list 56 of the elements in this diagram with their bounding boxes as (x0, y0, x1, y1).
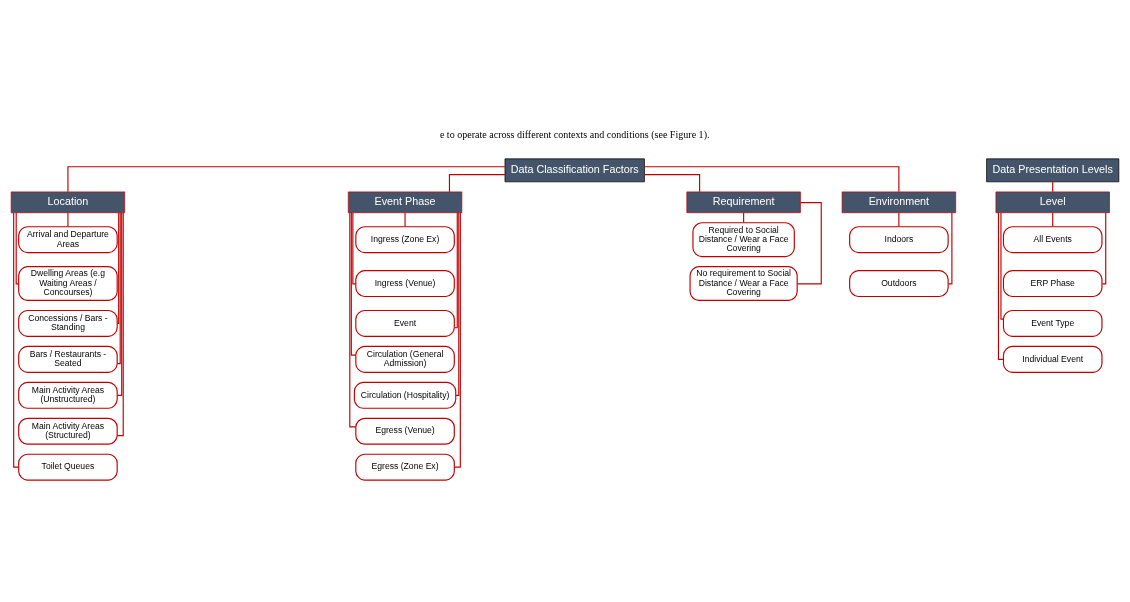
node-box: Main Activity Areas (Structured) (18, 417, 118, 445)
connector (116, 211, 121, 364)
connector (352, 211, 357, 284)
connector (1101, 211, 1107, 284)
node-box: Location (10, 191, 126, 213)
connector (997, 211, 1005, 360)
node-box: Concessions / Bars - Standing (18, 309, 118, 337)
connector (15, 211, 20, 284)
connector (643, 165, 900, 192)
connector (743, 211, 745, 223)
node-box: All Events (1002, 225, 1103, 253)
node-box: Ingress (Zone Ex) (355, 225, 455, 253)
node-box: Circulation (General Admission) (355, 345, 455, 373)
node-box: Event Type (1002, 309, 1103, 337)
node-box: Dwelling Areas (e.g Waiting Areas / Concourses) (18, 265, 118, 301)
connector (116, 211, 120, 324)
connector (67, 165, 506, 192)
node-box: Bars / Restaurants - Seated (18, 345, 118, 373)
node-box: Data Presentation Levels (986, 157, 1120, 182)
node-box: Event (355, 309, 455, 337)
node-box: No requirement to Social Distance / Wear a Face Covering (689, 265, 798, 301)
connector (13, 211, 20, 468)
node-box: Level (995, 191, 1110, 213)
node-box: Toilet Queues (18, 453, 118, 481)
connector (1000, 211, 1005, 320)
connector (455, 211, 460, 396)
connector (349, 211, 357, 427)
connector (350, 211, 357, 356)
node-box: Ingress (Venue) (355, 269, 455, 297)
node-box: Arrival and Departure Areas (18, 225, 118, 253)
node-box: Main Activity Areas (Unstructured) (18, 381, 118, 409)
connector (453, 211, 458, 328)
connector (116, 211, 124, 436)
node-box: Circulation (Hospitality) (353, 381, 457, 409)
connector (404, 211, 406, 227)
connector (448, 173, 506, 192)
node-box: Individual Event (1002, 345, 1103, 373)
node-box: Outdoors (849, 269, 949, 297)
node-box: Egress (Zone Ex) (355, 453, 455, 481)
connector (643, 173, 701, 192)
node-box: Environment (841, 191, 957, 213)
node-box: Indoors (849, 225, 949, 253)
connector (796, 201, 822, 284)
connector (947, 211, 953, 284)
connector (116, 211, 123, 396)
node-box: Required to Social Distance / Wear a Face Covering (692, 221, 795, 257)
label: e to operate across different contexts and conditions (see Figure 1). (439, 128, 710, 140)
connector (898, 211, 900, 227)
connector (1052, 180, 1054, 192)
node-box: Event Phase (347, 191, 463, 213)
node-box: Requirement (686, 191, 801, 213)
connector (67, 211, 69, 227)
node-box: Data Classification Factors (504, 157, 645, 182)
connector (453, 211, 461, 468)
node-box: Egress (Venue) (355, 417, 455, 445)
node-box: ERP Phase (1002, 269, 1103, 297)
